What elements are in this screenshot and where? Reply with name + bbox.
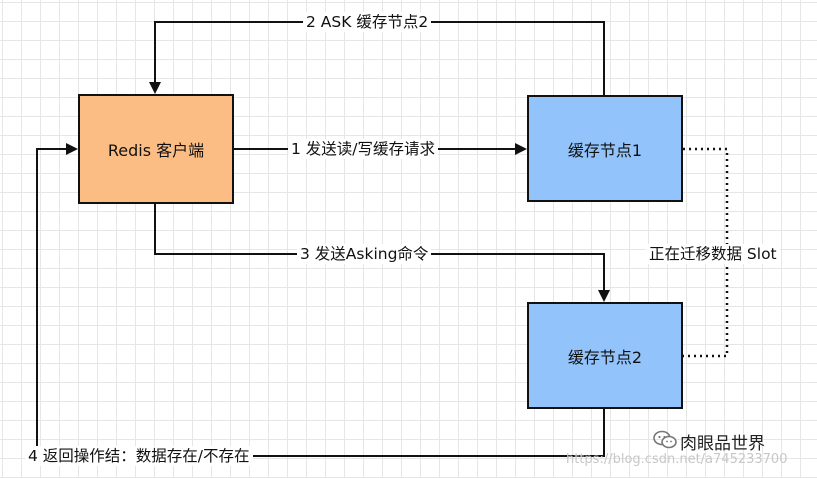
label-send-request: 1 发送读/写缓存请求 [288, 139, 439, 159]
node-cache-1: 缓存节点1 [527, 95, 683, 202]
node-cache-2-label: 缓存节点2 [567, 347, 643, 367]
node-redis-client: Redis 客户端 [78, 94, 234, 204]
watermark-account: 肉眼品世界 [680, 434, 765, 454]
label-return-result: 4 返回操作结：数据存在/不存在 [25, 446, 253, 466]
node-redis-client-label: Redis 客户端 [107, 141, 205, 160]
watermark-url: https://blog.csdn.net/a745233700 [566, 452, 788, 467]
wechat-icon [653, 430, 677, 449]
edge-ask [149, 21, 605, 95]
label-ask: 2 ASK 缓存节点2 [303, 12, 432, 32]
node-cache-1-label: 缓存节点1 [567, 140, 643, 160]
label-migrating: 正在迁移数据 Slot [646, 244, 780, 264]
label-asking: 3 发送Asking命令 [297, 244, 432, 264]
node-cache-2: 缓存节点2 [527, 302, 683, 409]
